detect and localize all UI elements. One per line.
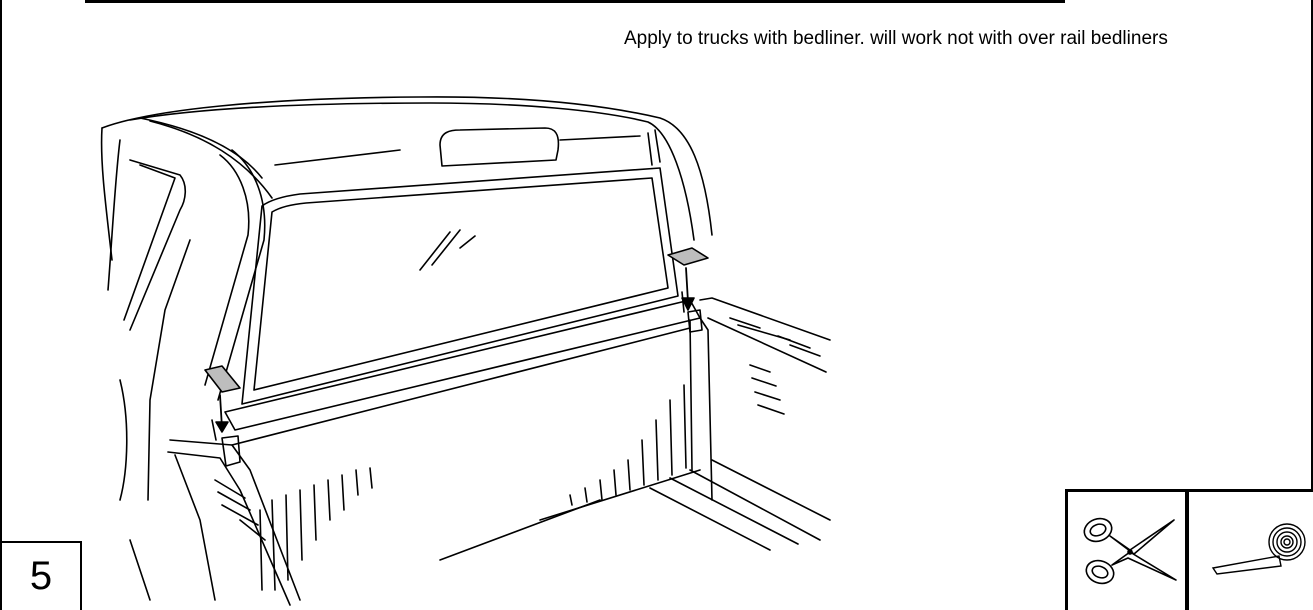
seal-pad-left [204, 365, 241, 393]
top-border-line [85, 0, 1065, 3]
tool-box-scissors [1065, 489, 1188, 610]
bed-rail [224, 299, 701, 431]
tool-box-tape [1186, 489, 1313, 610]
seal-pad-right [667, 247, 709, 266]
cab-roof-inner [129, 102, 695, 241]
scissors-icon [1083, 517, 1177, 585]
step-number-box: 5 [2, 541, 82, 610]
tape-roll-icon [1211, 523, 1306, 575]
step-number: 5 [29, 554, 53, 598]
instruction-text: Apply to trucks with bedliner. will work… [624, 28, 1168, 49]
brake-light [439, 127, 560, 167]
cab-roof-outline [101, 96, 713, 236]
truck-bed-illustration [100, 96, 831, 606]
